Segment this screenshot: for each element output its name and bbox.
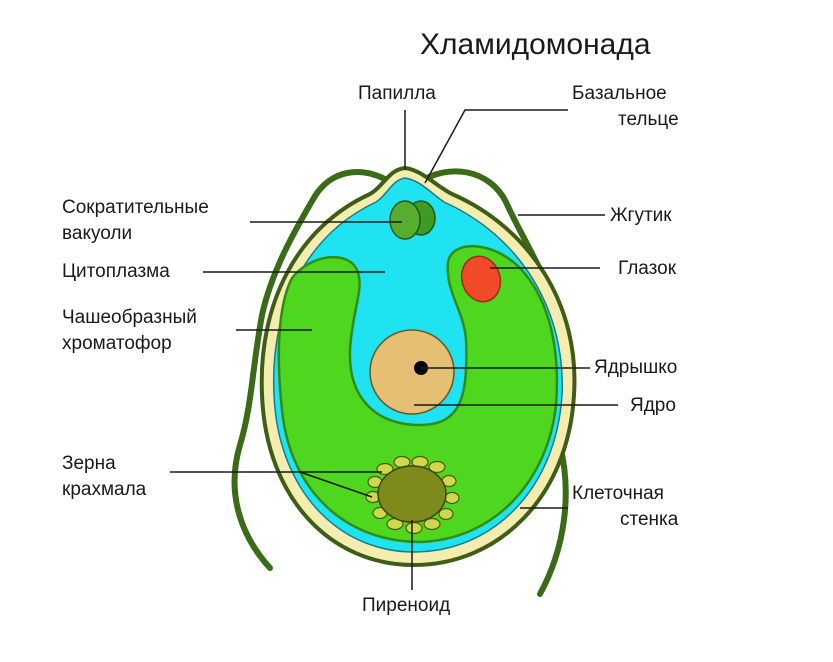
chromatophore bbox=[277, 244, 559, 544]
label-basal-body-1: Базальное bbox=[572, 83, 667, 104]
label-nucleolus: Ядрышко bbox=[594, 357, 678, 378]
starch-line-2 bbox=[299, 471, 373, 498]
basal-body-line bbox=[424, 109, 568, 184]
starch-grain bbox=[438, 507, 454, 521]
pyrenoid bbox=[377, 465, 447, 523]
label-flagellum: Жгутик bbox=[610, 205, 672, 226]
label-starch-grains-2: крахмала bbox=[62, 479, 147, 500]
label-starch-grains-1: Зерна bbox=[62, 453, 116, 474]
label-nucleus: Ядро bbox=[630, 395, 676, 416]
label-cytoplasm: Цитоплазма bbox=[62, 261, 170, 282]
starch-grain bbox=[428, 460, 446, 474]
label-chromatophore-1: Чашеобразный bbox=[62, 307, 197, 328]
contractile-vacuole-front bbox=[389, 200, 421, 240]
label-pyrenoid: Пиреноид bbox=[362, 595, 451, 616]
label-cell-wall-1: Клеточная bbox=[572, 483, 664, 504]
label-basal-body-2: тельце bbox=[618, 109, 679, 130]
left-flagellum bbox=[231, 169, 395, 571]
leader-lines bbox=[170, 109, 618, 590]
label-chromatophore-2: хроматофор bbox=[62, 333, 172, 354]
starch-grain bbox=[444, 491, 460, 505]
label-eyespot: Глазок bbox=[618, 258, 677, 279]
nucleus bbox=[369, 329, 455, 415]
label-contractile-vacuoles-1: Сократительные bbox=[62, 197, 209, 218]
label-contractile-vacuoles-2: вакуоли bbox=[62, 223, 133, 244]
diagram-title: Хламидомонада bbox=[420, 28, 651, 61]
starch-grain bbox=[423, 517, 441, 531]
label-papilla: Папилла bbox=[358, 83, 436, 104]
starch-grain bbox=[405, 521, 423, 535]
label-cell-wall-2: стенка bbox=[620, 509, 679, 530]
